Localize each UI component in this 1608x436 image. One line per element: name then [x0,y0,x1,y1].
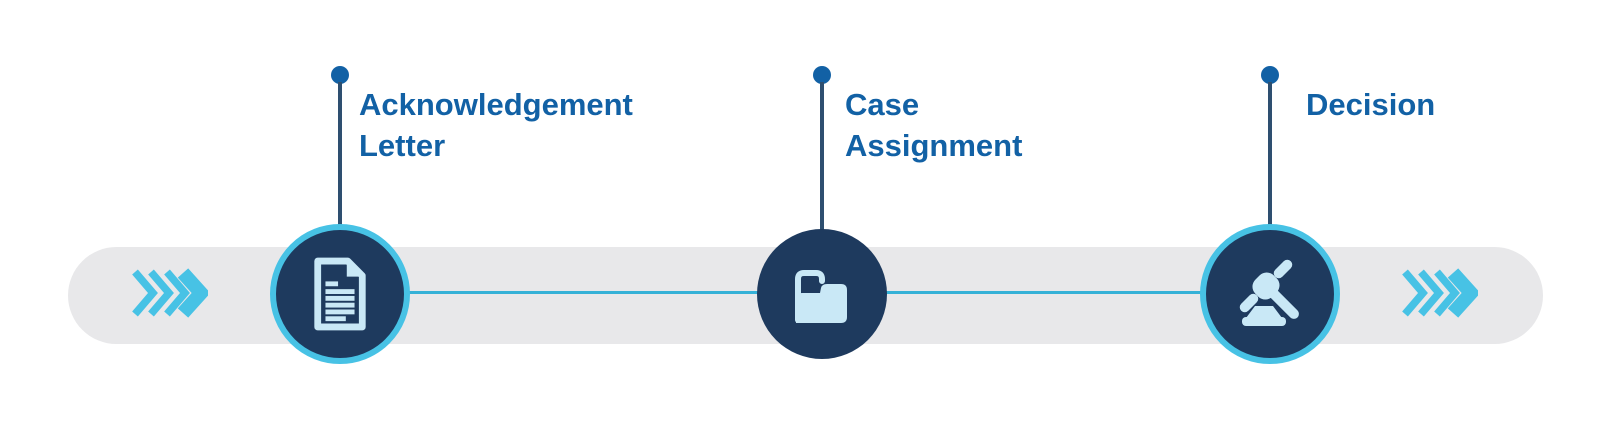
stem-line [820,82,824,232]
stage-label: Acknowledgement Letter [359,87,633,163]
stage-label: Decision [1306,87,1436,122]
timeline-dot [813,66,831,84]
timeline-dot [1261,66,1279,84]
stem-line [1268,82,1272,232]
chevrons-right-icon [132,268,208,318]
timeline-track [68,247,1543,344]
chevrons-right-icon [1402,268,1478,318]
connector-line [340,291,1270,294]
stage-label: Case Assignment [845,87,1023,163]
stem-line [338,82,342,232]
timeline-dot [331,66,349,84]
